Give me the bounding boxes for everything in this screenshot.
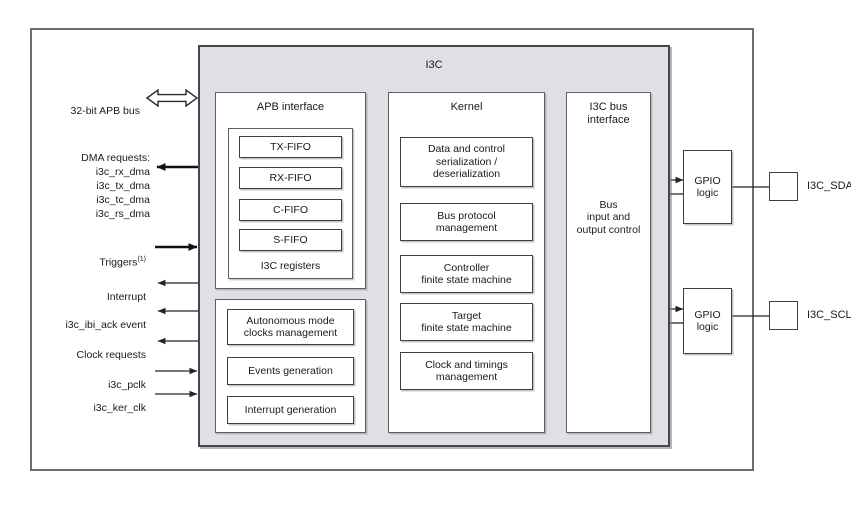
controller-fsm-block: Controller finite state machine [400, 255, 533, 293]
mcu-boundary [30, 28, 754, 471]
label-dma-tc: i3c_tc_dma [96, 193, 150, 206]
clock-timings-management-block: Clock and timings management [400, 352, 533, 390]
label-i3c-pclk: i3c_pclk [108, 378, 146, 391]
apb-bus-arrow [145, 88, 199, 108]
s-fifo-block: S-FIFO [239, 229, 342, 251]
label-dma-requests: DMA requests: [81, 151, 150, 164]
gpio-logic-sda: GPIO logic [683, 150, 732, 224]
label-ibi-ack-event: i3c_ibi_ack event [65, 318, 146, 331]
serialization-block: Data and control serialization / deseria… [400, 137, 533, 187]
pad-label-i3c-sda: I3C_SDA [807, 180, 851, 192]
gpio-logic-scl: GPIO logic [683, 288, 732, 354]
label-dma-rx: i3c_rx_dma [95, 165, 150, 178]
label-interrupt: Interrupt [106, 290, 146, 303]
i3c-registers-label: I3C registers [260, 260, 321, 272]
rx-fifo-block: RX-FIFO [239, 167, 342, 189]
c-fifo-block: C-FIFO [239, 199, 342, 221]
label-i3c-ker-clk: i3c_ker_clk [93, 401, 146, 414]
target-fsm-block: Target finite state machine [400, 303, 533, 341]
pad-i3c-scl [769, 301, 798, 330]
pad-label-i3c-scl: I3C_SCL [807, 309, 851, 321]
interrupt-generation-block: Interrupt generation [227, 396, 354, 424]
tx-fifo-block: TX-FIFO [239, 136, 342, 158]
events-generation-block: Events generation [227, 357, 354, 385]
bus-io-control-label: Bus input and output control [576, 199, 641, 236]
kernel-title: Kernel [450, 101, 483, 113]
label-triggers: Triggers(1) [99, 255, 146, 269]
pad-i3c-sda [769, 172, 798, 201]
triggers-footnote-marker: (1) [137, 255, 146, 263]
label-clock-requests: Clock requests [76, 348, 146, 361]
label-dma-rs: i3c_rs_dma [95, 207, 150, 220]
label-dma-tx: i3c_tx_dma [96, 179, 150, 192]
i3c-bus-interface-panel: I3C bus interface Bus input and output c… [566, 92, 651, 433]
bus-protocol-management-block: Bus protocol management [400, 203, 533, 241]
i3c-bus-interface-title: I3C bus interface [587, 101, 630, 126]
i3c-title: I3C [425, 59, 443, 71]
apb-interface-title: APB interface [256, 101, 325, 113]
label-apb-bus: 32-bit APB bus [70, 104, 140, 117]
autonomous-mode-clocks-block: Autonomous mode clocks management [227, 309, 354, 345]
